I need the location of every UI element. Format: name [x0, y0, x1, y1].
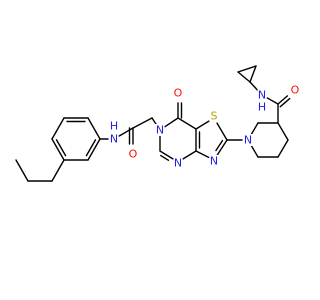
bond-c3a-n4	[182, 150, 197, 160]
label-knockout	[257, 101, 267, 113]
canvas-background	[0, 0, 300, 300]
atom-n-ring-pyrimidinone: N	[156, 124, 164, 137]
atom-o-carbonyl: O	[174, 87, 183, 100]
label-knockout	[243, 134, 253, 146]
bond-piperidine-5	[250, 122, 259, 136]
bond-piperidine-0	[250, 144, 259, 158]
atom-h-amide-right: H	[258, 101, 266, 114]
atom-n-ring-lower: N	[174, 157, 182, 170]
label-knockout	[209, 155, 219, 167]
bond-n4-c5-b	[160, 154, 170, 161]
atom-labels: H N O O N S N N N O N H	[109, 84, 300, 170]
bond-c2-n3-b	[215, 139, 224, 152]
bond-s-c2	[216, 122, 228, 141]
label-knockout	[128, 148, 138, 160]
bond-ch2-ring-n	[151, 117, 158, 126]
bond-n6-c7	[164, 117, 179, 128]
label-knockout	[109, 120, 119, 132]
bond-c2-n3-a	[216, 139, 228, 156]
bond-n3-c3a	[195, 150, 210, 159]
label-knockout	[155, 124, 165, 136]
bond-carbonyl-o-right-b	[279, 97, 291, 108]
atom-h-amide-left: H	[110, 120, 118, 133]
bond-c7-c7a	[177, 117, 197, 130]
bond-phenyl-1	[51, 117, 65, 140]
bond-piperidine-2	[277, 139, 289, 158]
label-knockout	[173, 87, 183, 99]
bond-carbonyl-nh-right	[266, 97, 279, 105]
structure-bonds	[15, 65, 291, 182]
bond-nh-carbonyl	[118, 127, 134, 137]
label-knockout	[109, 133, 119, 145]
atom-n-amide-left: N	[110, 133, 118, 146]
atom-o-amide-left: O	[129, 148, 138, 161]
bond-c7a-s	[195, 120, 210, 130]
atom-n-amide-right: N	[258, 89, 266, 102]
bond-ethyl-ch3	[15, 159, 29, 182]
bond-n4-c5-a	[159, 150, 174, 160]
label-knockout	[290, 84, 300, 96]
label-knockout	[257, 89, 267, 101]
molecule-structure-diagram: H N O O N S N N N O N H	[0, 0, 300, 300]
bond-cp-1	[237, 71, 251, 83]
bond-carbonyl-o-right-a	[277, 95, 289, 105]
bond-cp-2	[249, 65, 257, 83]
bond-phenyl-4-b	[85, 139, 97, 157]
bond-ethyl-phenyl	[51, 159, 65, 182]
atom-s-thiazole: S	[211, 110, 218, 123]
atom-o-amide-right: O	[291, 84, 300, 97]
atom-n-thiazole: N	[210, 155, 218, 168]
bond-phenyl-3	[87, 117, 101, 140]
label-knockout	[209, 110, 219, 122]
bond-nh-cyclopropyl	[249, 81, 259, 92]
bond-phenyl-0-b	[55, 139, 67, 157]
bond-phenyl-4-a	[87, 138, 101, 161]
label-knockout	[173, 157, 183, 169]
atom-n-piperidine: N	[244, 134, 252, 147]
bond-piperidine-3	[277, 122, 289, 141]
bond-carbonyl-ch2	[132, 117, 153, 129]
bond-cp-3	[237, 65, 257, 73]
bond-phenyl-0-a	[51, 138, 65, 161]
